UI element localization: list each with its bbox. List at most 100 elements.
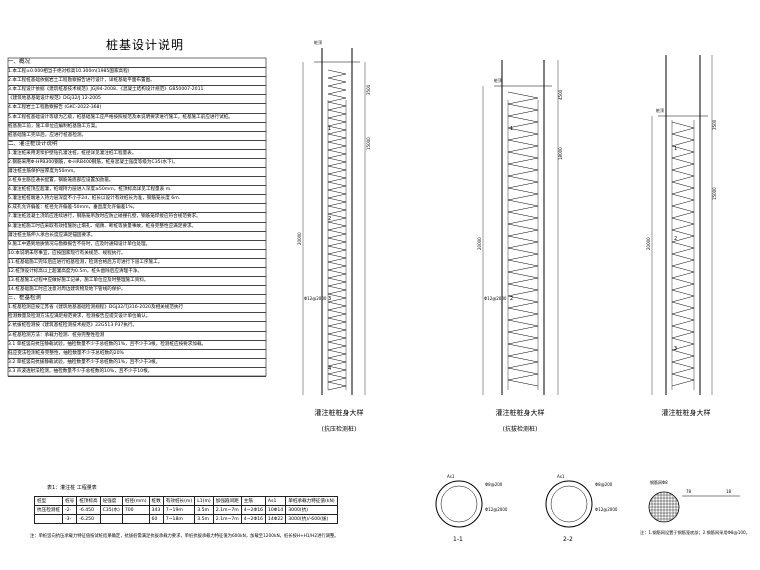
mesh-label: 钢筋网Φ8: [650, 479, 668, 485]
pile1-upper-len: 3500: [366, 84, 371, 95]
pile-detail-3: 桩顶 3500 15000 20000 1 2 3: [646, 55, 717, 395]
table-cell: 7~18m: [162, 514, 196, 524]
pile1-subcaption: (抗压检测桩): [321, 426, 357, 433]
pile2-top-label: 桩顶: [494, 77, 502, 83]
notes-line: 灌注桩主筋保护层厚度为50mm。: [8, 167, 266, 178]
table-cell: 60: [148, 514, 164, 524]
pile2-zone-1: 1: [510, 126, 513, 132]
pile1-lower-len: 15000: [366, 137, 371, 150]
section-1-1-strut: Φ12@2000: [485, 507, 508, 512]
pile-table: 桩型 桩号 桩顶标高 砼强度 桩径(mm) 桩数 有效桩长(m) L1(m) 加…: [34, 496, 338, 524]
table-cell: 343: [148, 505, 164, 515]
section-2-2: 2-2 As1 Φ8@200 Φ12@2000: [545, 474, 618, 543]
pile3-zone-2: 2: [674, 236, 677, 242]
table-cell: 2.1m~7m: [212, 514, 242, 524]
table-cell: 14Φ22: [264, 514, 287, 524]
notes-line: 3.本工程设计依据《建筑桩基技术规范》JGJ94-2008、《混凝土结构设计规范…: [8, 85, 266, 96]
pile1-side-len: 20000: [297, 232, 302, 245]
notes-section-heading: 三、桩基检测: [8, 294, 266, 305]
table-cell: 3.5m: [194, 514, 214, 524]
notes-line: 13.桩基施工过程中应做好施工记录，施工单位应及时整理施工资料。: [8, 276, 266, 287]
notes-line: 3.2 单桩竖向抗拔静载试验，抽检数量不少于总桩数的1%，且不少于3根。: [8, 358, 266, 368]
pile-detail-1: 桩顶 3500 15000 20000 1 2 3 4 Φ12@2000: [297, 39, 371, 395]
pile2-caption: 灌注桩桩身大样: [495, 409, 545, 417]
pile-table-note: 注：单桩竖向抗压承载力特征值按试桩结果确定，抗拔桩需满足抗拔承载力要求，单桩抗拔…: [30, 534, 339, 539]
table-cell: -2-: [61, 505, 78, 515]
table-cell: 10Φ14: [264, 505, 287, 515]
pile1-caption: 灌注桩桩身大样: [314, 409, 364, 417]
table-cell: -6.450: [76, 505, 101, 515]
table-cell: 3000(抗)/-600(拔): [285, 514, 338, 524]
pile2-side-len: 20000: [477, 237, 482, 250]
table-header-cell: As1: [264, 496, 287, 506]
notes-line: 7.灌注桩混凝土浇筑应连续进行，钢筋笼吊放时应防止碰撞孔壁，钢筋笼焊接应符合规范…: [8, 212, 266, 223]
pile2-zone-2: 2: [510, 296, 513, 302]
notes-line: 4.本工程岩土工程勘察报告 (GKC-2022-368): [8, 103, 266, 114]
notes-line: 低应变法检测桩身完整性，抽检数量不少于总桩数的20%: [8, 349, 266, 359]
notes-line: 2.钢筋采用Φ-HPB300钢筋，Φ-HRB400钢筋，桩身混凝土强度等级为C3…: [8, 158, 266, 169]
table-header-cell: 桩顶标高: [76, 496, 101, 506]
mesh-note: 注：1.钢筋网设置于钢筋笼底部；2.钢筋网采用Φ8@100。: [640, 530, 750, 535]
pile3-lower-len: 15000: [712, 187, 717, 200]
table-cell: 7~19m: [162, 505, 196, 515]
pile3-caption: 灌注桩桩身大样: [661, 409, 711, 417]
section-1-1: 1-1 As1 Φ8@200 Φ12@2000: [435, 474, 508, 543]
pile3-upper-len: 3500: [712, 119, 717, 130]
notes-border: [7, 57, 267, 377]
pile-detail-2: 桩顶 4500 18000 20000 1 2 Φ12@2000: [477, 60, 563, 395]
table-cell: [34, 514, 63, 524]
table-cell: -6.250: [76, 514, 101, 524]
notes-line: 14.桩基础施工时应注意对周边建筑物及地下管线的保护。: [8, 285, 266, 296]
pile1-zone-4: 4: [328, 366, 331, 372]
notes-line: 《建筑地基基础设计规范》DGJ32/J 12-2005: [8, 94, 266, 105]
notes-line: 1.桩基检测应按江苏省《建筑地基基础检测规程》DGJ32/TJ316-2020及…: [8, 303, 266, 314]
pile2-upper-len: 4500: [558, 89, 563, 100]
table-cell: 700: [121, 505, 150, 515]
table-header-cell: 桩数: [148, 496, 164, 506]
table-header-cell: 有效桩长(m): [162, 496, 196, 506]
table-cell: 2.1m~7m: [212, 505, 242, 515]
notes-line: 5.本工程桩基础设计等级为乙级，桩基础施工应严格按照规范及本说明要求进行施工，桩…: [8, 113, 266, 123]
section-1-1-ring: Φ8@200: [485, 482, 503, 487]
pile2-lower-len: 18000: [558, 147, 563, 160]
notes-line: 6.成孔允许偏差：桩径允许偏差-50mm，垂直度允许偏差1%。: [8, 203, 266, 214]
pile3-zone-3: 3: [674, 346, 677, 352]
page-title: 桩基设计说明: [105, 38, 184, 52]
table-cell: 3000(抗): [285, 505, 338, 515]
table-header-cell: 桩型: [34, 496, 63, 506]
pile1-zone-3: 3: [328, 296, 331, 302]
pile3-side-len: 20000: [646, 237, 651, 250]
section-1-1-as1: As1: [447, 474, 455, 479]
table-header-cell: 加强箍间距: [212, 496, 242, 506]
notes-line: 2.本工程桩基础依据岩土工程勘察报告进行设计，详桩基础平面布置图。: [8, 76, 266, 87]
notes-line: 桩基施工前，施工单位应编制桩基施工方案。: [8, 122, 266, 132]
table-cell: -3-: [61, 514, 78, 524]
notes-line: 检测数量及检测方法应满足规范要求，检测报告应提交设计单位确认。: [8, 312, 266, 323]
pile2-rebar-note: Φ12@2000: [484, 296, 507, 301]
pile1-zone-2: 2: [328, 216, 331, 222]
notes-line: 4.灌注桩桩顶应超灌，桩端持力层进入深度≥50mm，桩顶标高详见工程量表 m.: [8, 185, 266, 196]
notes-line: 3.桩基检测方法：承载力检测、桩身完整性检测: [8, 331, 266, 341]
pile-table-title: 表1：灌注桩 工程量表: [47, 485, 97, 491]
notes-line: 3.3 声波透射法检测，抽检数量不少于总桩数的10%，且不少于10根。: [8, 367, 266, 377]
notes-line: 2.抗拔桩检测按《建筑基桩检测技术规范》22G513 P37执行。: [8, 321, 266, 332]
pile1-zone-1: 1: [328, 126, 331, 132]
notes-line: 1.本工程±0.000相当于绝对标高10.300m(1985国家高程): [8, 67, 266, 78]
notes-line: 灌注桩主筋伸入承台长度应满足锚固要求。: [8, 231, 266, 241]
notes-line: 1.灌注桩采用泥浆护壁钻孔灌注桩，桩径详见灌注桩工程量表。: [8, 149, 266, 159]
table-header-cell: 桩号: [61, 496, 78, 506]
table-cell: C35(水): [99, 505, 123, 515]
section-1-1-label: 1-1: [453, 536, 463, 543]
notes-line: 8.灌注桩施工时应采取有效措施防止塌孔、缩颈、断桩等质量事故，桩身完整性应满足要…: [8, 222, 266, 232]
pile3-top-label: 桩顶: [656, 107, 664, 113]
spiral-stirrup: [507, 91, 539, 387]
section-2-2-ring: Φ8@200: [595, 482, 613, 487]
notes-line: 9.施工中遇到地质情况与勘察报告不符时，应及时通知设计单位处理。: [8, 240, 266, 250]
pile-table-header: 桩型 桩号 桩顶标高 砼强度 桩径(mm) 桩数 有效桩长(m) L1(m) 加…: [34, 496, 338, 506]
pile3-zone-1: 1: [674, 146, 677, 152]
notes-line: 桩基础施工完毕后，应进行桩基检测。: [8, 131, 266, 141]
table-cell: [121, 514, 150, 524]
pile1-rebar-note: Φ12@2000: [304, 296, 327, 301]
mesh-num-1: 78: [686, 489, 692, 494]
